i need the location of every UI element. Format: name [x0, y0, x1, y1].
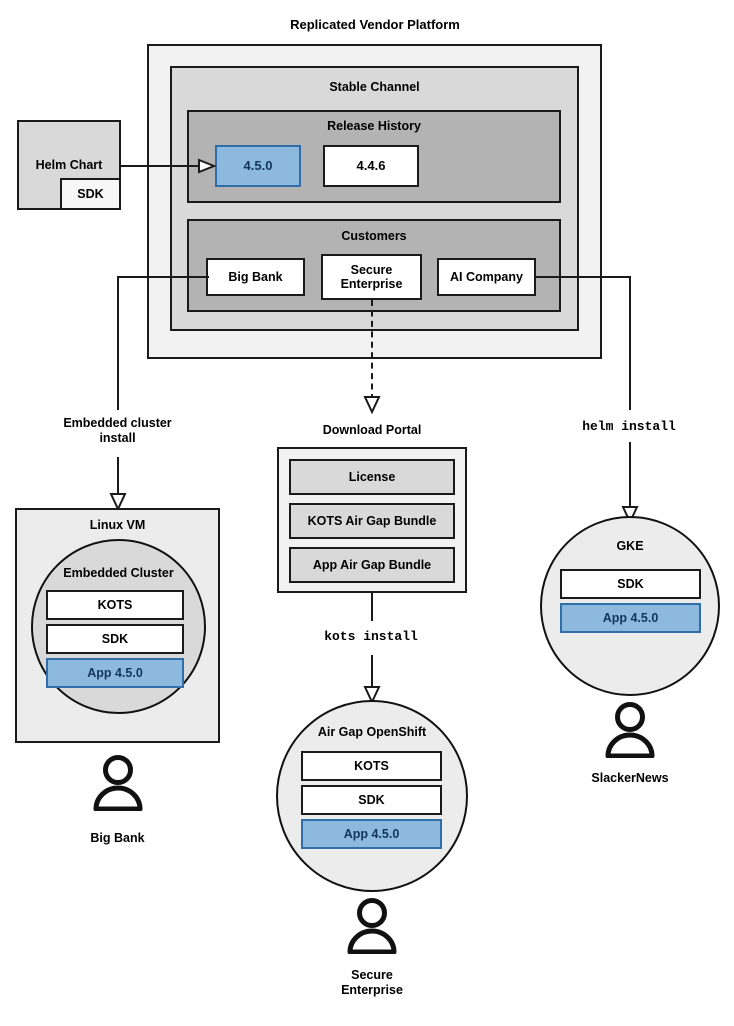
release-item-4-4-6[interactable]: 4.4.6 [323, 145, 419, 187]
component-label: SDK [101, 632, 129, 646]
person-icon [605, 702, 655, 758]
helm-chart-sdk-box[interactable]: SDK [60, 178, 121, 210]
ai-company-connector-horizontal [534, 276, 631, 278]
artifact-label: App Air Gap Bundle [312, 558, 432, 572]
release-item-4-5-0[interactable]: 4.5.0 [215, 145, 301, 187]
component-label: App 4.5.0 [343, 827, 400, 841]
embedded-install-label: Embedded cluster install [40, 416, 195, 446]
bigbank-connector-vertical-lower [117, 457, 119, 499]
component-label: App 4.5.0 [87, 666, 143, 680]
linux-vm-component-app[interactable]: App 4.5.0 [46, 658, 184, 688]
embedded-cluster-label: Embedded Cluster [63, 566, 174, 580]
download-artifact-kots-air-gap-bundle[interactable]: KOTS Air Gap Bundle [289, 503, 455, 539]
kots-install-connector-lower [371, 655, 373, 690]
customers-title: Customers [341, 229, 407, 243]
persona-slackernews-label: SlackerNews [591, 771, 669, 785]
helm-chart-label: Helm Chart [35, 158, 103, 172]
ai-company-connector-vertical [629, 276, 631, 410]
artifact-label: KOTS Air Gap Bundle [307, 514, 437, 528]
release-version-label: 4.5.0 [243, 157, 273, 173]
component-label: KOTS [97, 598, 133, 612]
airgap-component-kots[interactable]: KOTS [301, 751, 442, 781]
component-label: App 4.5.0 [602, 611, 659, 625]
kots-install-connector-upper [371, 593, 373, 621]
customer-big-bank[interactable]: Big Bank [206, 258, 305, 296]
download-artifact-license[interactable]: License [289, 459, 455, 495]
secure-enterprise-dashed-connector [371, 300, 373, 400]
download-artifact-app-air-gap-bundle[interactable]: App Air Gap Bundle [289, 547, 455, 583]
ai-company-connector-vertical-lower [629, 442, 631, 512]
linux-vm-label: Linux VM [89, 518, 146, 532]
customer-secure-enterprise[interactable]: Secure Enterprise [321, 254, 422, 300]
bigbank-connector-vertical [117, 276, 119, 410]
airgap-component-sdk[interactable]: SDK [301, 785, 442, 815]
component-label: SDK [358, 793, 385, 807]
artifact-label: License [348, 470, 396, 484]
persona-secure-enterprise-label: Secure Enterprise [292, 968, 452, 998]
persona-line-1: Secure [351, 968, 393, 982]
embedded-install-label-line1: Embedded cluster [63, 416, 172, 430]
person-icon [93, 755, 143, 811]
airgap-component-app[interactable]: App 4.5.0 [301, 819, 442, 849]
helm-to-release-line [121, 165, 205, 167]
airgap-openshift-arrowhead [363, 686, 381, 705]
download-portal-arrowhead [363, 396, 381, 415]
customer-label: Big Bank [228, 270, 283, 284]
gke-connector-arrowhead [621, 506, 639, 525]
person-icon [347, 898, 397, 954]
persona-line-2: Enterprise [341, 983, 403, 997]
helm-to-release-arrowhead [198, 158, 217, 174]
bigbank-connector-arrowhead [109, 493, 127, 512]
customer-label: AI Company [450, 270, 523, 284]
persona-big-bank-label: Big Bank [90, 831, 145, 845]
customer-ai-company[interactable]: AI Company [437, 258, 536, 296]
linux-vm-component-kots[interactable]: KOTS [46, 590, 184, 620]
helm-install-label: helm install [582, 419, 676, 434]
gke-component-sdk[interactable]: SDK [560, 569, 701, 599]
bigbank-connector-horizontal [117, 276, 209, 278]
component-label: SDK [617, 577, 644, 591]
airgap-openshift-label: Air Gap OpenShift [317, 725, 427, 739]
kots-install-label: kots install [324, 629, 418, 644]
download-portal-title: Download Portal [322, 423, 422, 437]
embedded-install-label-line2: install [99, 431, 136, 445]
customer-label: Secure Enterprise [340, 263, 403, 291]
release-version-label: 4.4.6 [356, 157, 386, 173]
component-label: KOTS [354, 759, 389, 773]
diagram-title: Replicated Vendor Platform [290, 17, 460, 32]
sdk-label: SDK [77, 187, 104, 201]
gke-component-app[interactable]: App 4.5.0 [560, 603, 701, 633]
stable-channel-title: Stable Channel [329, 80, 420, 94]
release-history-title: Release History [327, 119, 421, 133]
linux-vm-component-sdk[interactable]: SDK [46, 624, 184, 654]
gke-label: GKE [616, 539, 644, 553]
